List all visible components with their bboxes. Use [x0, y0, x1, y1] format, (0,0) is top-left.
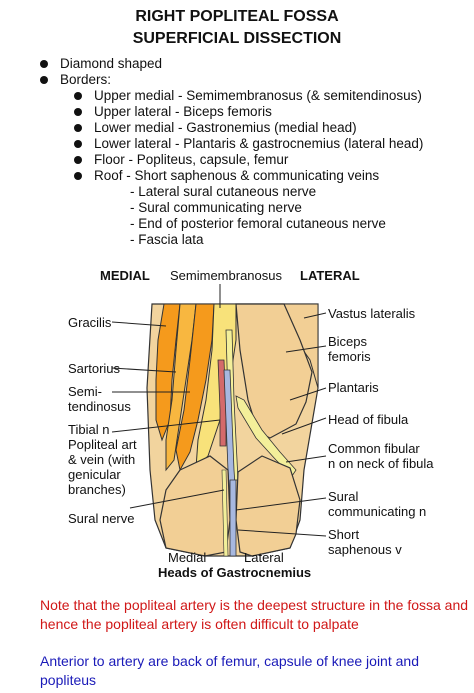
gastrocnemius-lateral-label: Lateral	[244, 550, 284, 565]
list-item: Borders:	[40, 72, 389, 88]
page-subtitle: SUPERFICIAL DISSECTION	[132, 30, 342, 47]
head-of-fibula-label: Head of fibula	[328, 412, 409, 427]
genicular-label: genicular	[68, 467, 121, 482]
list-item: Diamond shaped	[40, 56, 389, 72]
list-item: - Fascia lata	[130, 232, 204, 247]
facts-list: Diamond shaped Borders: Upper medial - S…	[40, 56, 423, 184]
tibial-n-label: Tibial n	[68, 422, 110, 437]
bullet-icon	[40, 76, 48, 84]
note-red: Note that the popliteal artery is the de…	[40, 597, 469, 632]
short-saphenous-vein	[229, 479, 237, 557]
biceps-femoris-muscle	[235, 303, 313, 439]
sural-nerve	[221, 469, 229, 557]
list-item: Roof - Short saphenous & communicating v…	[74, 168, 423, 184]
sartorius-label: Sartorius	[68, 361, 121, 376]
gracilis-label: Gracilis	[68, 315, 112, 330]
list-item: Floor - Popliteus, capsule, femur	[74, 152, 423, 168]
list-item: Lower lateral - Plantaris & gastrocnemiu…	[74, 136, 423, 152]
plantaris-label: Plantaris	[328, 380, 379, 395]
bullet-icon	[74, 140, 82, 148]
medial-label: MEDIAL	[100, 268, 150, 283]
tendinosus-label: tendinosus	[68, 399, 131, 414]
list-item: Lower medial - Gastronemius (medial head…	[74, 120, 423, 136]
bullet-icon	[74, 108, 82, 116]
list-item: Upper medial - Semimembranosus (& semite…	[74, 88, 423, 104]
list-item: - End of posterior femoral cutaneous ner…	[130, 216, 386, 231]
vastus-lateralis-label: Vastus lateralis	[328, 306, 416, 321]
semimembranosus-muscle	[195, 303, 237, 470]
leader-lines	[111, 284, 327, 537]
short-label: Short	[328, 527, 360, 542]
gastrocnemius-medial-head	[159, 455, 231, 557]
bullet-icon	[74, 172, 82, 180]
list-item: - Sural communicating nerve	[130, 200, 302, 215]
roof-sublist: - Lateral sural cutaneous nerve - Sural …	[130, 184, 386, 248]
sural-nerve-label: Sural nerve	[68, 511, 135, 526]
semi-label: Semi-	[68, 384, 102, 399]
common-fibular-label: Common fibular	[328, 441, 420, 456]
list-item: - Lateral sural cutaneous nerve	[130, 184, 317, 199]
common-fibular-nerve	[235, 395, 297, 477]
note-blue: Anterior to artery are back of femur, ca…	[40, 653, 419, 688]
popliteal-artery	[217, 359, 227, 447]
gastrocnemius-medial-label: Medial	[168, 550, 207, 565]
branches-label: branches)	[68, 482, 126, 497]
sural-label: Sural	[328, 489, 359, 504]
page-title: RIGHT POPLITEAL FOSSA	[135, 8, 339, 25]
communicating-n-label: communicating n	[328, 504, 427, 519]
bullet-icon	[40, 60, 48, 68]
neck-of-fibula-label: n on neck of fibula	[328, 456, 434, 471]
vein-with-label: & vein (with	[68, 452, 136, 467]
bullet-icon	[74, 156, 82, 164]
popliteal-art-label: Popliteal art	[68, 437, 137, 452]
borders-sublist: Upper medial - Semimembranosus (& semite…	[44, 88, 423, 184]
saphenous-v-label: saphenous v	[328, 542, 402, 557]
heads-of-gastrocnemius-label: Heads of Gastrocnemius	[158, 565, 312, 580]
biceps-label: Biceps	[328, 334, 368, 349]
lateral-label: LATERAL	[300, 268, 360, 283]
list-item: Upper lateral - Biceps femoris	[74, 104, 423, 120]
bullet-icon	[74, 124, 82, 132]
semimembranosus-label: Semimembranosus	[170, 268, 282, 283]
femoris-label: femoris	[328, 349, 371, 364]
bullet-icon	[74, 92, 82, 100]
